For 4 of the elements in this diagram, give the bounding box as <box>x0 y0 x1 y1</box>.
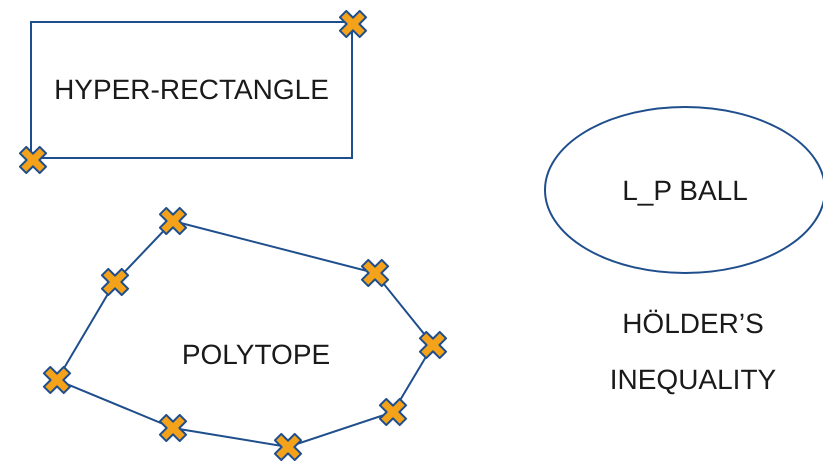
caption-text: HÖLDER’S INEQUALITY <box>608 307 778 397</box>
shape-label: HYPER-RECTANGLE <box>54 73 329 107</box>
shape-node <box>18 8 368 175</box>
shape-label: POLYTOPE <box>182 338 330 372</box>
